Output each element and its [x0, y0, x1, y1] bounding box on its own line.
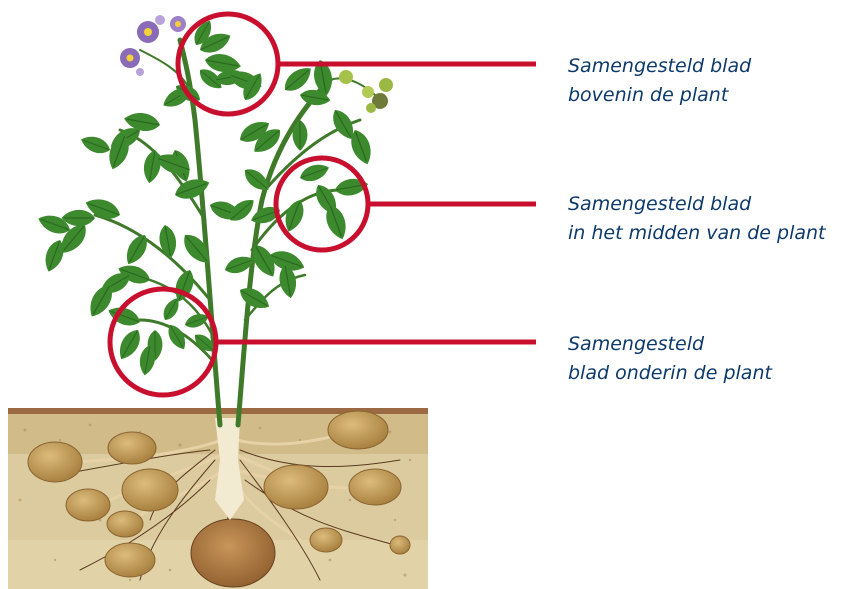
- callout-label-top-line2: bovenin de plant: [568, 81, 751, 110]
- callout-label-middle: Samengesteld blad in het midden van de p…: [568, 190, 826, 248]
- callout-label-middle-line1: Samengesteld blad: [568, 190, 826, 219]
- callout-label-middle-line2: in het midden van de plant: [568, 219, 826, 248]
- mother-tuber: [191, 519, 275, 587]
- callout-label-top-line1: Samengesteld blad: [568, 52, 751, 81]
- callout-label-bottom: Samengesteld blad onderin de plant: [568, 330, 772, 388]
- callout-label-top: Samengesteld blad bovenin de plant: [568, 52, 751, 110]
- callout-label-bottom-line1: Samengesteld: [568, 330, 772, 359]
- berries: [339, 70, 393, 113]
- callout-label-bottom-line2: blad onderin de plant: [568, 359, 772, 388]
